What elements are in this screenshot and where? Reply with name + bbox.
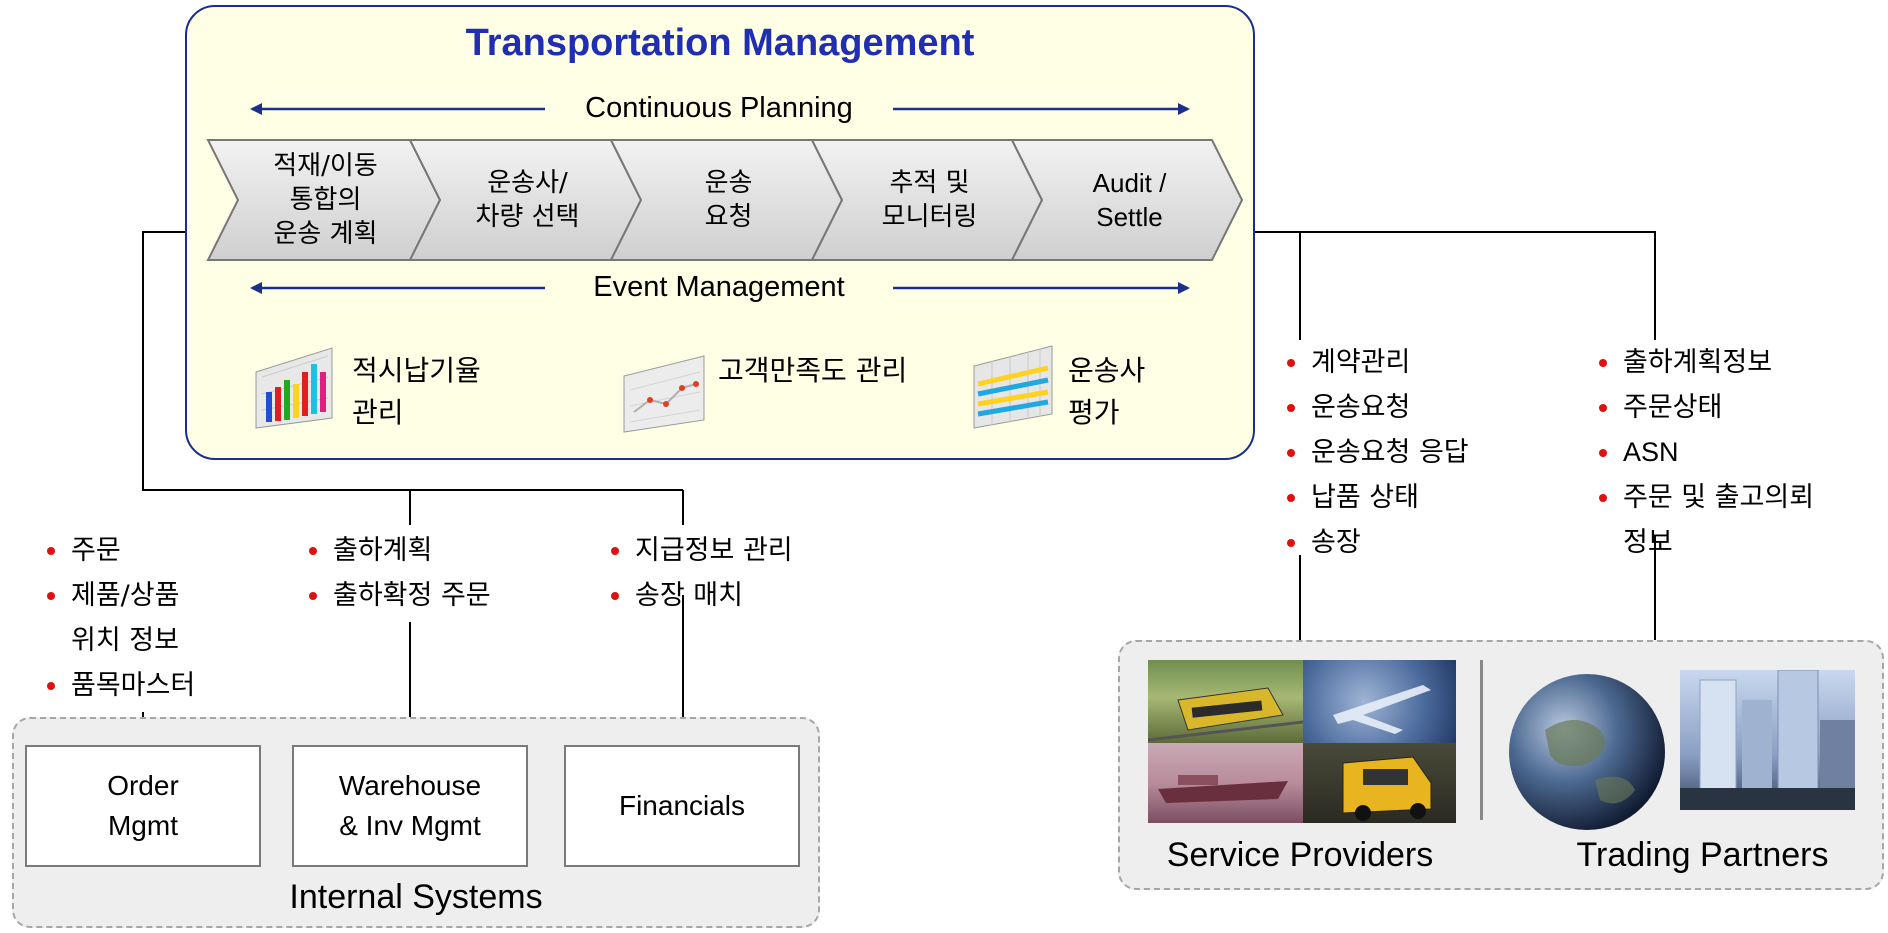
grid-chart-icon (973, 345, 1053, 429)
list-item: ASN (1590, 430, 1814, 475)
ship-photo (1148, 743, 1303, 823)
list-item: 계약관리 (1278, 340, 1469, 385)
step-2-label: 운송사/차량 선택 (475, 168, 580, 232)
list-item: 송장 매치 (602, 573, 793, 618)
group-divider (1480, 660, 1483, 820)
event-management-label: Event Management (593, 271, 845, 303)
list-item: 지급정보 관리 (602, 528, 793, 573)
warehouse-flow-list: 출하계획 출하확정 주문 (300, 528, 491, 618)
warehouse-box: Warehouse& Inv Mgmt (292, 745, 528, 867)
list-item: 송장 (1278, 520, 1469, 565)
continuous-planning-label: Continuous Planning (585, 92, 853, 124)
list-item: 출하확정 주문 (300, 573, 491, 618)
service-provider-flow-list: 계약관리 운송요청 운송요청 응답 납품 상태 송장 (1278, 340, 1469, 565)
line-chart-icon (623, 355, 705, 433)
chevron-5 (1010, 139, 1244, 261)
service-providers-label: Service Providers (1166, 836, 1434, 874)
list-item: 운송요청 응답 (1278, 430, 1469, 475)
list-item: 출하계획 (300, 528, 491, 573)
financial-flow-list: 지급정보 관리 송장 매치 (602, 528, 793, 618)
train-photo (1148, 660, 1303, 743)
left-connector (142, 231, 683, 491)
list-item: 주문 (38, 528, 195, 573)
list-item: 주문상태 (1590, 385, 1814, 430)
city-photo (1680, 670, 1855, 810)
panel-title: Transportation Management (465, 22, 975, 64)
airplane-photo (1303, 660, 1456, 743)
trading-partners-label: Trading Partners (1576, 836, 1829, 874)
right-connector (1255, 231, 1656, 340)
bar-chart-icon (255, 347, 333, 429)
kpi-satisfaction-label: 고객만족도 관리 (718, 354, 908, 387)
list-item: 품목마스터 (38, 663, 195, 708)
list-item: 운송요청 (1278, 385, 1469, 430)
globe-photo (1509, 674, 1665, 830)
step-5-label: Audit /Settle (1092, 168, 1167, 232)
financials-box: Financials (564, 745, 800, 867)
truck-photo (1303, 743, 1456, 823)
list-item: 출하계획정보 (1590, 340, 1814, 385)
internal-systems-label: Internal Systems (289, 878, 543, 916)
list-item: 납품 상태 (1278, 475, 1469, 520)
